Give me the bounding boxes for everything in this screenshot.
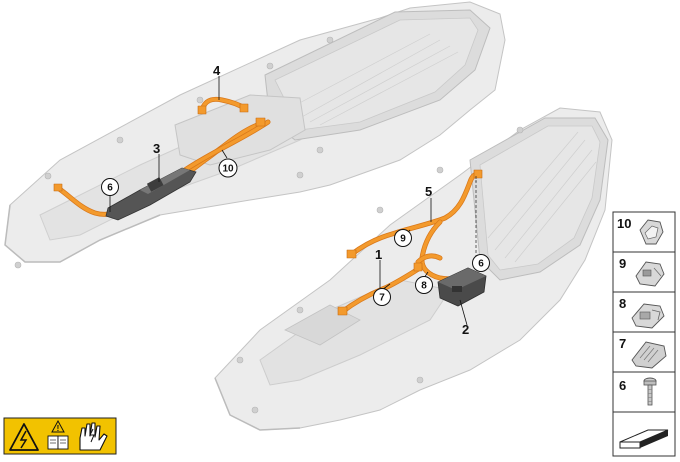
svg-text:8: 8 [619, 296, 626, 311]
clip-8-icon [631, 303, 665, 329]
svg-text:6: 6 [478, 259, 484, 270]
circled-callout-7: 7 [373, 288, 391, 306]
svg-text:10: 10 [617, 216, 631, 231]
callout-4: 4 [213, 63, 221, 78]
clip-7-icon [631, 341, 667, 369]
svg-text:!: ! [57, 424, 60, 433]
legend-item-8: 8 [612, 291, 676, 333]
svg-text:8: 8 [421, 281, 427, 292]
svg-text:7: 7 [619, 336, 626, 351]
legend-item-10: 10 [612, 211, 676, 253]
screw-icon [643, 377, 657, 406]
svg-text:9: 9 [619, 256, 626, 271]
svg-text:7: 7 [379, 293, 385, 304]
junction-box-part-2 [437, 267, 487, 307]
high-voltage-icon [9, 423, 39, 451]
circled-callout-9: 9 [394, 229, 412, 247]
svg-text:9: 9 [400, 234, 406, 245]
svg-text:10: 10 [222, 164, 234, 175]
legend-item-9: 9 [612, 251, 676, 293]
callout-1: 1 [375, 247, 382, 262]
safety-warning-label: ! [3, 417, 117, 455]
callout-5: 5 [425, 184, 432, 199]
legend-item-6: 6 [612, 371, 676, 413]
callout-3: 3 [153, 141, 160, 156]
callout-2: 2 [462, 322, 469, 337]
clip-9-icon [635, 261, 665, 287]
circled-callout-6-lower: 6 [472, 254, 490, 272]
cable-module-part-3 [105, 167, 197, 221]
protective-glove-icon [79, 422, 108, 451]
callouts: 4 3 5 1 2 6 10 9 6 8 7 [101, 63, 490, 337]
legend-item-7: 7 [612, 331, 676, 373]
orientation-indicator [612, 411, 676, 457]
parts-legend: 10 9 8 [612, 211, 676, 457]
circled-callout-10: 10 [218, 158, 238, 178]
svg-text:6: 6 [619, 378, 626, 393]
svg-text:6: 6 [107, 183, 113, 194]
clip-10-icon [639, 219, 664, 245]
circled-callout-8: 8 [415, 276, 433, 294]
lower-battery-housing [214, 107, 613, 431]
read-manual-icon: ! [47, 419, 69, 450]
circled-callout-6-upper: 6 [101, 178, 119, 196]
